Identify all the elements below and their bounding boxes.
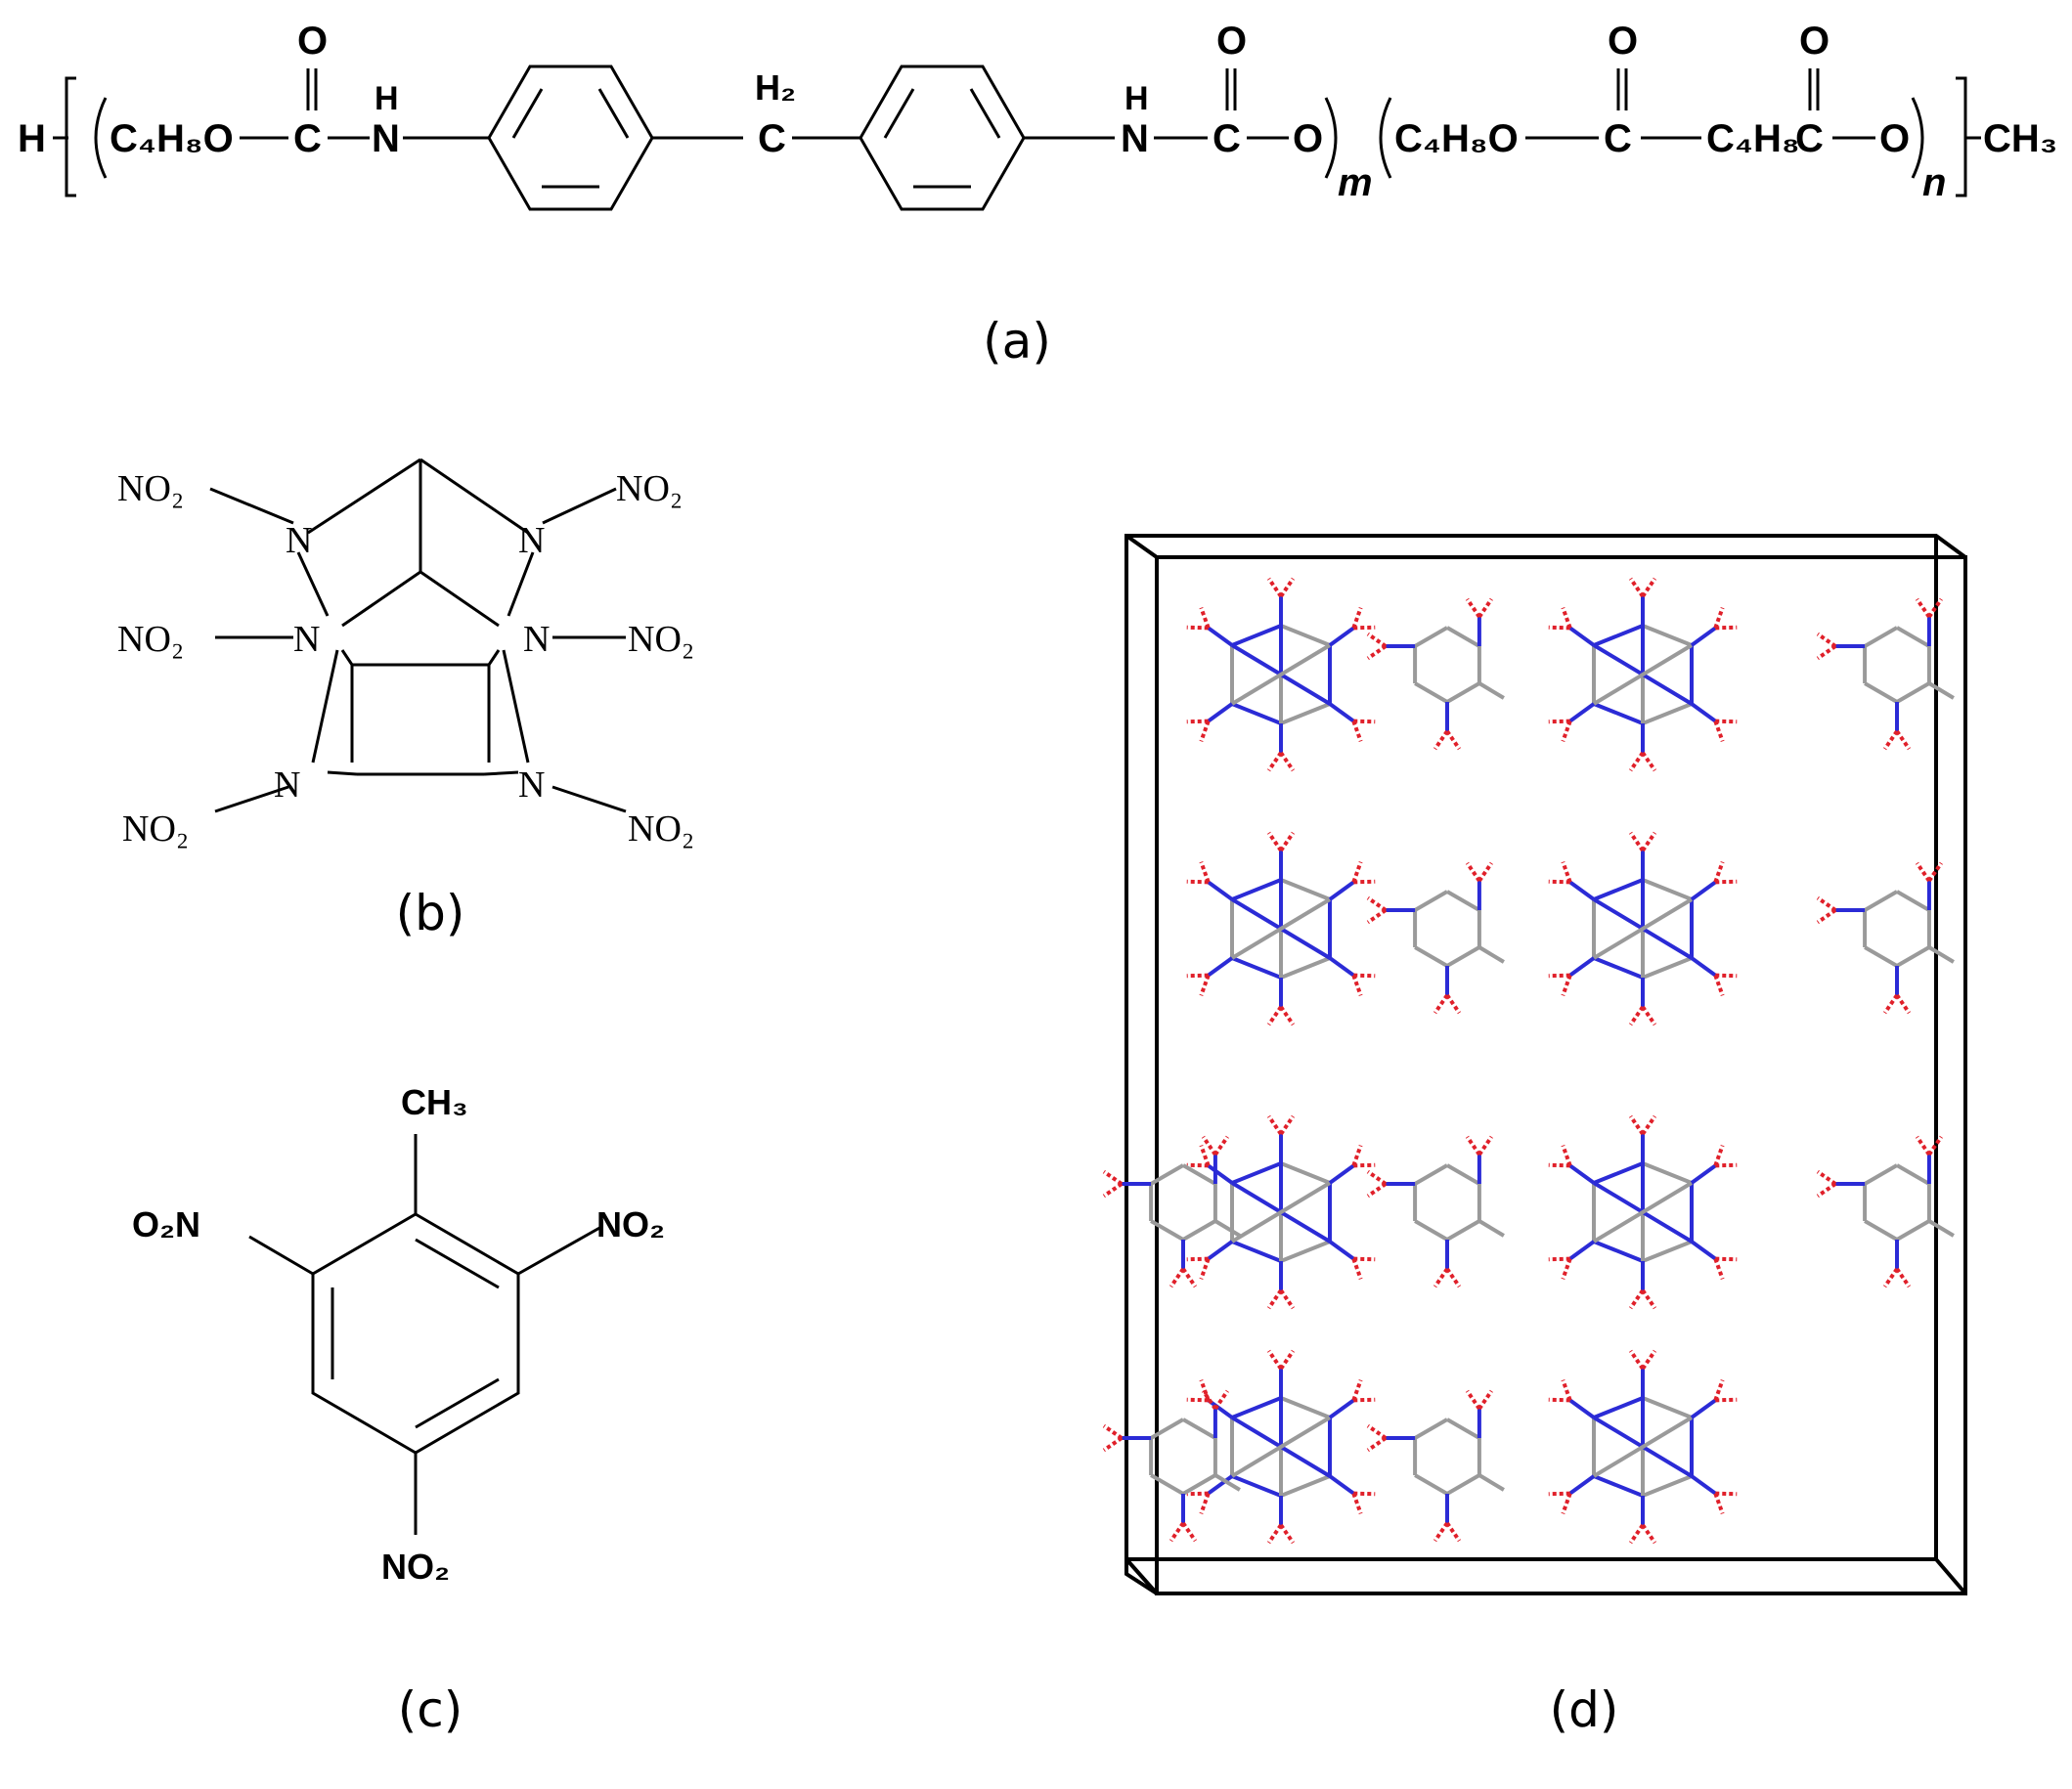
panel-c-tnt-structure: CH₃ O₂N NO₂ NO₂ bbox=[117, 1075, 724, 1623]
amine-n-5: N bbox=[274, 764, 300, 806]
nh-h-1: H bbox=[375, 80, 399, 117]
panel-b-cl20-structure: NO₂ NO₂ NO₂ NO₂ NO₂ NO₂ N N N N N N bbox=[117, 430, 743, 880]
amine-n-3: N bbox=[293, 619, 320, 660]
nh-n-1: N bbox=[372, 117, 400, 160]
amine-n-1: N bbox=[286, 520, 312, 561]
benzene-ring-2 bbox=[859, 65, 1026, 211]
nitro-label-b3: NO₂ bbox=[117, 619, 184, 660]
nitro-label-b6: NO₂ bbox=[628, 808, 694, 850]
nitro-label-c3: NO₂ bbox=[381, 1547, 450, 1587]
nitro-label-b1: NO₂ bbox=[117, 468, 184, 509]
nitro-label-b2: NO₂ bbox=[616, 468, 683, 509]
benzene-ring-1 bbox=[487, 65, 654, 211]
carbonyl-o-1: O bbox=[297, 20, 328, 63]
crystal-cell-view bbox=[1102, 534, 1967, 1595]
nitro-label-b5: NO₂ bbox=[122, 808, 189, 850]
methyl-label: CH₃ bbox=[401, 1082, 468, 1122]
h-terminal: H bbox=[18, 117, 46, 160]
methylene-h2: H₂ bbox=[755, 67, 796, 108]
caption-a: (a) bbox=[983, 313, 1051, 370]
nh-n-2: N bbox=[1121, 117, 1149, 160]
tnt-benzene-ring bbox=[248, 1134, 602, 1535]
panel-d-crystal-unit-cell bbox=[1056, 518, 2034, 1613]
c4h8o-label-2: C₄H₈O bbox=[1394, 117, 1519, 160]
ester-o-2: O bbox=[1879, 117, 1910, 160]
nitro-label-c2: NO₂ bbox=[596, 1204, 665, 1244]
methyl-terminal: CH₃ bbox=[1983, 117, 2057, 160]
carbonyl-o-4: O bbox=[1799, 20, 1830, 63]
carbonyl-o-3: O bbox=[1608, 20, 1638, 63]
carbonyl-c-4: C bbox=[1795, 117, 1824, 160]
nitro-label-c1: O₂N bbox=[132, 1204, 200, 1244]
amine-n-2: N bbox=[518, 520, 545, 561]
caption-d: (d) bbox=[1549, 1681, 1619, 1738]
carbonyl-c-3: C bbox=[1604, 117, 1632, 160]
molecule-network bbox=[1102, 577, 1955, 1545]
subscript-n: n bbox=[1922, 161, 1946, 204]
subscript-m: m bbox=[1338, 161, 1373, 204]
c4h8-label: C₄H₈ bbox=[1706, 117, 1800, 160]
caption-c: (c) bbox=[397, 1681, 463, 1738]
ester-o-1: O bbox=[1293, 117, 1323, 160]
carbonyl-o-2: O bbox=[1216, 20, 1247, 63]
nitro-label-b4: NO₂ bbox=[628, 619, 694, 660]
amine-n-6: N bbox=[518, 764, 545, 806]
methylene-c: C bbox=[758, 117, 786, 160]
unit-cell-box bbox=[1124, 534, 1967, 1595]
amine-n-4: N bbox=[523, 619, 550, 660]
nh-h-2: H bbox=[1124, 80, 1149, 117]
carbonyl-c-1: C bbox=[293, 117, 322, 160]
carbonyl-c-2: C bbox=[1212, 117, 1241, 160]
caption-b: (b) bbox=[395, 885, 465, 941]
panel-a-polymer-structure: H C₄H₈O C O H N H₂ C H bbox=[0, 0, 2072, 293]
c4h8o-label-1: C₄H₈O bbox=[110, 117, 234, 160]
